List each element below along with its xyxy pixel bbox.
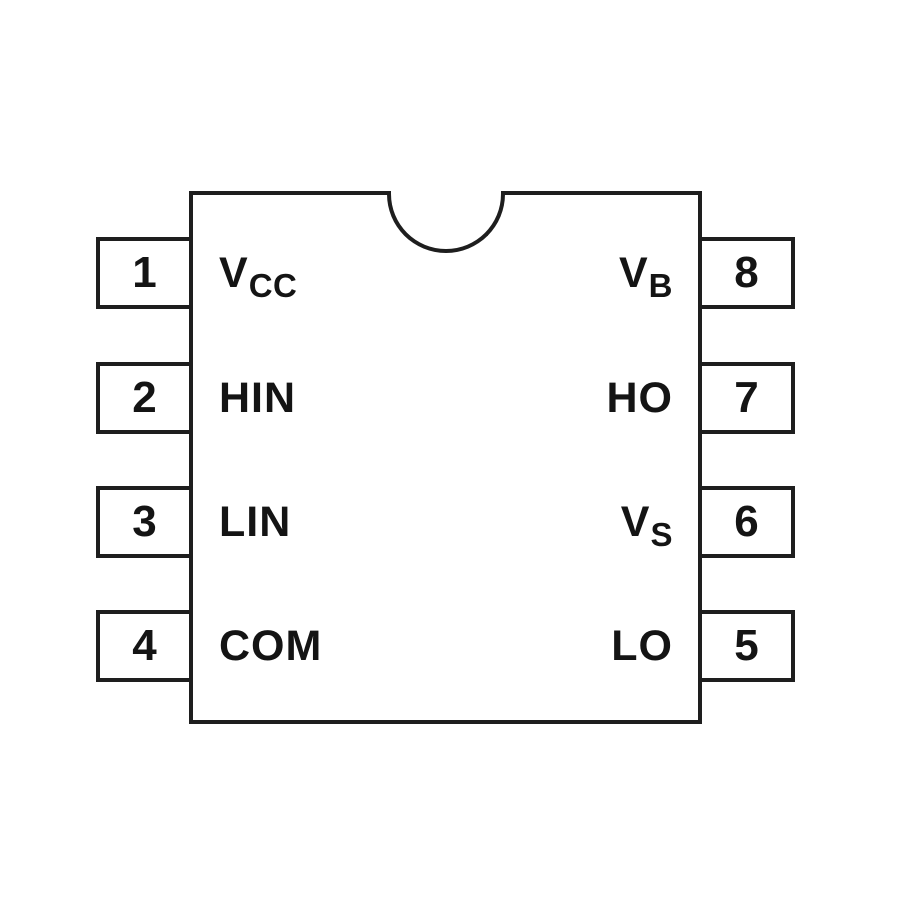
pin-6-number: 6 [734,497,759,546]
pin-label-vcc-subscript: CC [248,267,298,304]
pin-2-number: 2 [132,373,157,422]
pin-label-hin: HIN [219,362,296,434]
pin-7-number: 7 [734,373,759,422]
pin-1-box: 1 [96,237,193,309]
pin-4-box: 4 [96,610,193,682]
pin-label-lo: LO [611,610,673,682]
orientation-notch [386,191,505,253]
pin-5-number: 5 [734,621,759,670]
pin-label-ho: HO [607,362,674,434]
pin-label-vb: VB [619,237,673,309]
pin-4-number: 4 [132,621,157,670]
pin-5-box: 5 [698,610,795,682]
pin-label-com-base: COM [219,622,323,670]
pin-1-number: 1 [132,248,157,297]
pin-8-box: 8 [698,237,795,309]
pin-label-vs-base: V [620,498,651,546]
pin-label-vb-subscript: B [648,267,673,304]
pin-label-lin: LIN [219,486,291,558]
pin-label-hin-base: HIN [219,374,297,422]
pin-2-box: 2 [96,362,193,434]
pin-label-vcc: VCC [219,237,297,309]
pin-label-vs-subscript: S [650,516,673,553]
pin-label-vcc-base: V [219,249,249,297]
pin-label-com: COM [219,610,322,682]
pin-8-number: 8 [734,248,759,297]
pin-label-ho-base: HO [606,374,673,422]
chip-body [189,191,702,724]
pin-7-box: 7 [698,362,795,434]
pin-label-lin-base: LIN [219,498,292,546]
pin-3-number: 3 [132,497,157,546]
pin-label-vs: VS [621,486,673,558]
pin-6-box: 6 [698,486,795,558]
pin-label-lo-base: LO [611,622,673,670]
pin-label-vb-base: V [618,249,649,297]
pin-3-box: 3 [96,486,193,558]
